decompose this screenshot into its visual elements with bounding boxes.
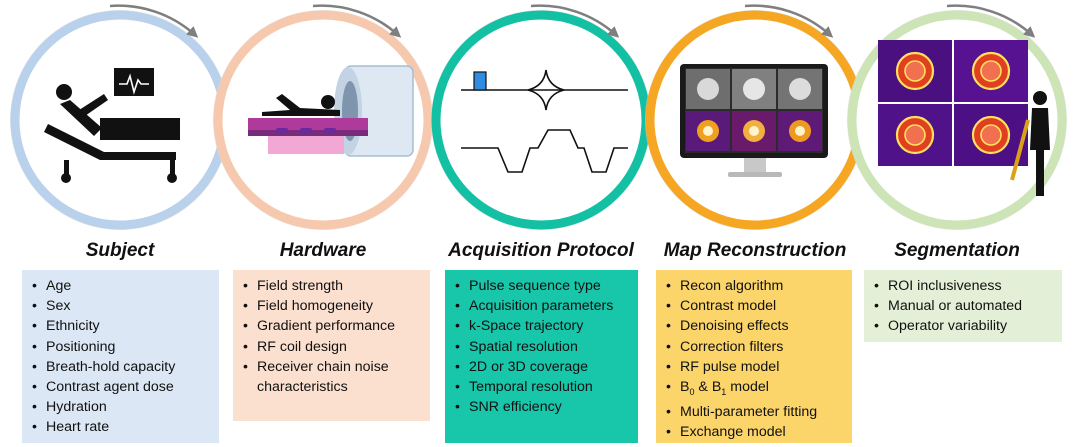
list-item: B0 & B1 model <box>666 377 846 402</box>
arrow-hardware <box>312 4 402 38</box>
arrow-subject <box>109 4 199 38</box>
list-item: RF coil design <box>243 337 424 357</box>
arrow-reconstruction <box>744 4 834 38</box>
list-item: Contrast model <box>666 296 846 316</box>
ring-acquisition <box>431 10 651 230</box>
list-item: Pulse sequence type <box>455 276 632 296</box>
list-item: Field homogeneity <box>243 296 424 316</box>
patient-bed-icon <box>44 68 180 183</box>
list-item: Manual or automated <box>874 296 1056 316</box>
stage-title-segmentation: Segmentation <box>894 240 1020 261</box>
stage-rings <box>10 4 1067 230</box>
stage-box-subject: Age Sex Ethnicity Positioning Breath-hol… <box>22 270 219 443</box>
list-item: 2D or 3D coverage <box>455 357 632 377</box>
list-item: Heart rate <box>32 417 213 437</box>
list-item: Breath-hold capacity <box>32 357 213 377</box>
list-item: RF pulse model <box>666 357 846 377</box>
list-item: Temporal resolution <box>455 377 632 397</box>
stage-box-hardware: Field strength Field homogeneity Gradien… <box>233 270 430 421</box>
monitor-maps-icon <box>680 64 828 177</box>
stage-title-hardware: Hardware <box>279 240 367 261</box>
list-item: Sex <box>32 296 213 316</box>
list-item: Spatial resolution <box>455 337 632 357</box>
list-item: Field strength <box>243 276 424 296</box>
list-item: Positioning <box>32 337 213 357</box>
stage-box-acquisition: Pulse sequence type Acquisition paramete… <box>445 270 638 443</box>
mri-scanner-icon <box>248 65 414 157</box>
stage-box-segmentation: ROI inclusiveness Manual or automated Op… <box>864 270 1062 342</box>
stage-title-acquisition: Acquisition Protocol <box>448 240 634 261</box>
list-item: Contrast agent dose <box>32 377 213 397</box>
list-item: Hydration <box>32 397 213 417</box>
list-item: Denoising effects <box>666 316 846 336</box>
list-item: SNR efficiency <box>455 397 632 417</box>
cycle-arrows <box>109 4 1036 38</box>
operator-icon <box>1010 91 1050 196</box>
list-item: Exchange model <box>666 422 846 442</box>
segmentation-grid-icon <box>878 40 1028 166</box>
stage-box-reconstruction: Recon algorithm Contrast model Denoising… <box>656 270 852 443</box>
list-item: Recon algorithm <box>666 276 846 296</box>
arrow-segmentation <box>946 4 1036 38</box>
list-item: Correction filters <box>666 337 846 357</box>
pulse-sequence-icon <box>461 69 628 173</box>
list-item: Receiver chain noise characteristics <box>243 357 424 397</box>
stage-title-reconstruction: Map Reconstruction <box>663 240 847 261</box>
list-item: Age <box>32 276 213 296</box>
stage-title-subject: Subject <box>85 240 155 261</box>
list-item: Gradient performance <box>243 316 424 336</box>
list-item: Ethnicity <box>32 316 213 336</box>
list-item: Multi-parameter fitting <box>666 402 846 422</box>
list-item: Operator variability <box>874 316 1056 336</box>
arrow-acquisition <box>530 4 620 38</box>
list-item: k-Space trajectory <box>455 316 632 336</box>
list-item: ROI inclusiveness <box>874 276 1056 296</box>
list-item: Acquisition parameters <box>455 296 632 316</box>
